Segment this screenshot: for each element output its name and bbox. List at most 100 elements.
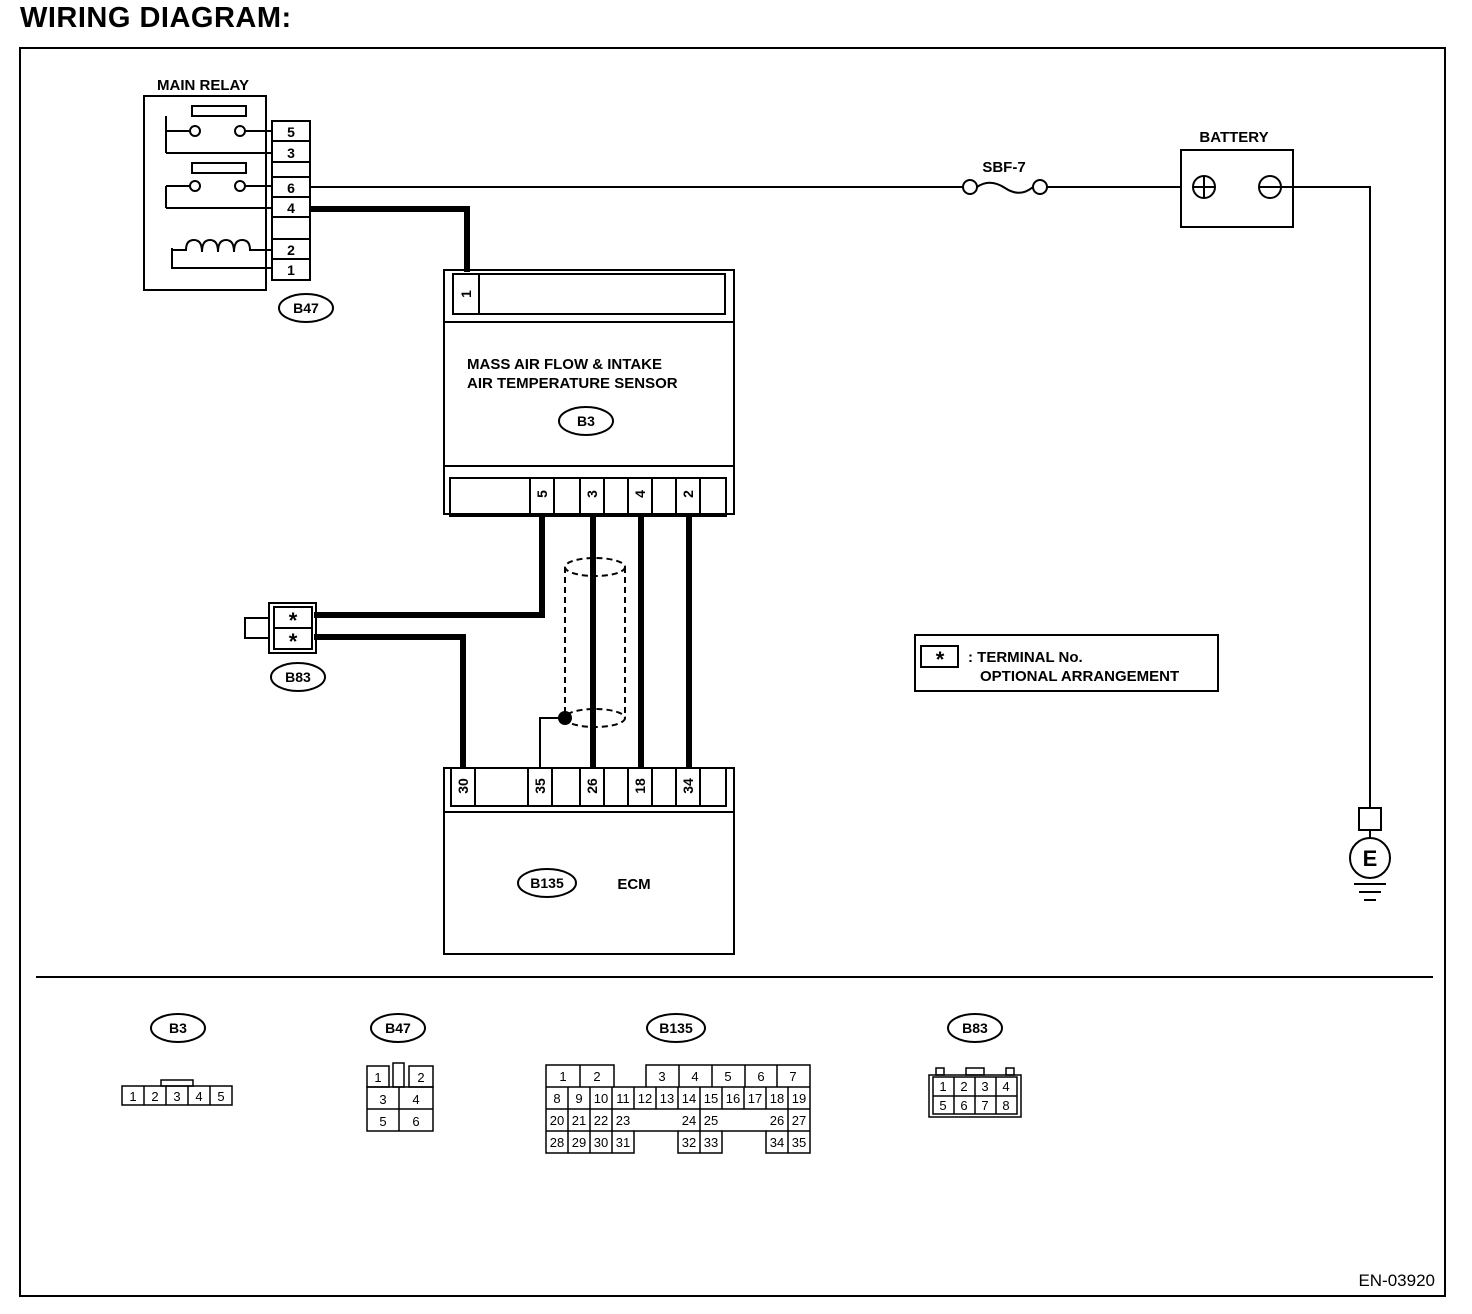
maf-terminal-top: 1 [458,290,474,298]
connector-view-b3: B3 1 2 3 4 5 [121,1013,233,1106]
relay-terminal: 6 [287,180,295,196]
pin: 10 [594,1091,608,1106]
pin: 33 [704,1135,718,1150]
ground-symbol: E [1363,846,1378,871]
pin: 1 [129,1089,136,1104]
pin: 3 [981,1079,988,1094]
b83-terminal: * [289,608,298,633]
relay-coil-icon [171,238,272,269]
legend-symbol: * [936,647,945,672]
pin: 24 [682,1113,696,1128]
ecm-terminal: 30 [455,778,471,794]
wire-battery-to-ground [1281,186,1371,808]
connector-tag-b135 [517,868,577,898]
pin: 3 [173,1089,180,1104]
pin: 2 [417,1070,424,1085]
pin: 5 [939,1098,946,1113]
maf-label-line2: AIR TEMPERATURE SENSOR [467,375,678,392]
pin: 1 [559,1069,566,1084]
pin: 15 [704,1091,718,1106]
pin: 9 [575,1091,582,1106]
pin: 13 [660,1091,674,1106]
wire-shield [539,557,626,768]
connector-tag-b47 [278,293,334,323]
b83-connector: * * B83 [244,602,326,692]
main-relay-label: MAIN RELAY [157,77,249,94]
pin: 27 [792,1113,806,1128]
pin: 8 [553,1091,560,1106]
battery-label: BATTERY [1199,129,1268,146]
maf-terminal: 3 [584,490,600,498]
fuse-icon [962,179,1048,195]
pin: 6 [757,1069,764,1084]
pin: 30 [594,1135,608,1150]
page-heading: WIRING DIAGRAM: [20,2,292,34]
pin: 20 [550,1113,564,1128]
pin: 29 [572,1135,586,1150]
maf-terminal: 2 [680,490,696,498]
pin: 6 [412,1114,419,1129]
pin: 28 [550,1135,564,1150]
relay-terminal: 3 [287,145,295,161]
ecm: 30 35 26 18 34 B135 ECM [443,767,735,955]
pin: 6 [960,1098,967,1113]
maf-terminal: 5 [534,490,550,498]
b83-terminal: * [289,629,298,654]
battery-negative-icon [1258,175,1282,199]
connector-tag-b83-label: B83 [285,669,311,685]
pin: 4 [195,1089,202,1104]
pin: 26 [770,1113,784,1128]
ecm-terminal: 34 [680,778,696,794]
pin: 14 [682,1091,696,1106]
pin: 31 [616,1135,630,1150]
pin: 5 [379,1114,386,1129]
relay-terminal: 1 [287,262,295,278]
legend-line1: : TERMINAL No. [968,649,1083,666]
pin: 3 [658,1069,665,1084]
pin: 17 [748,1091,762,1106]
legend-line2: OPTIONAL ARRANGEMENT [980,668,1179,685]
connector-view-b83-label: B83 [962,1020,988,1036]
connector-view-b47-label: B47 [385,1020,411,1036]
pin: 3 [379,1092,386,1107]
pin: 7 [789,1069,796,1084]
pin: 23 [616,1113,630,1128]
diagram-frame [19,47,1446,1297]
connector-tag-b47-label: B47 [293,300,319,316]
connector-tag-b83 [270,662,326,692]
pin: 35 [792,1135,806,1150]
pin: 16 [726,1091,740,1106]
ecm-terminal: 35 [532,778,548,794]
wire-relay-4-to-maf-1 [310,206,470,272]
pin: 2 [960,1079,967,1094]
pin: 34 [770,1135,784,1150]
pin: 4 [412,1092,419,1107]
maf-sensor: 1 MASS AIR FLOW & INTAKE AIR TEMPERATURE… [310,206,735,517]
connector-tag-b135-label: B135 [530,875,564,891]
fuse-label: SBF-7 [982,159,1025,176]
wire-b83-to-ecm-30 [314,634,466,768]
ecm-terminal: 26 [584,778,600,794]
maf-label-line1: MASS AIR FLOW & INTAKE [467,356,662,373]
ecm-label: ECM [617,876,650,893]
maf-terminal: 4 [632,490,648,498]
pin: 8 [1002,1098,1009,1113]
power-circuit: SBF-7 BATTERY E [310,129,1391,901]
relay-terminal: 4 [287,200,295,216]
pin: 22 [594,1113,608,1128]
document-id: EN-03920 [1358,1271,1435,1290]
relay-terminal: 5 [287,124,295,140]
pin: 19 [792,1091,806,1106]
connector-tag-b3 [558,406,614,436]
pin: 5 [724,1069,731,1084]
ecm-terminal: 18 [632,778,648,794]
relay-terminal: 2 [287,242,295,258]
pin: 7 [981,1098,988,1113]
pin: 1 [939,1079,946,1094]
relay-contact-bar-2 [191,162,247,174]
wire-maf-5-to-b83 [314,516,545,618]
relay-contact-bar-1 [191,105,247,117]
pin: 18 [770,1091,784,1106]
pin: 4 [691,1069,698,1084]
